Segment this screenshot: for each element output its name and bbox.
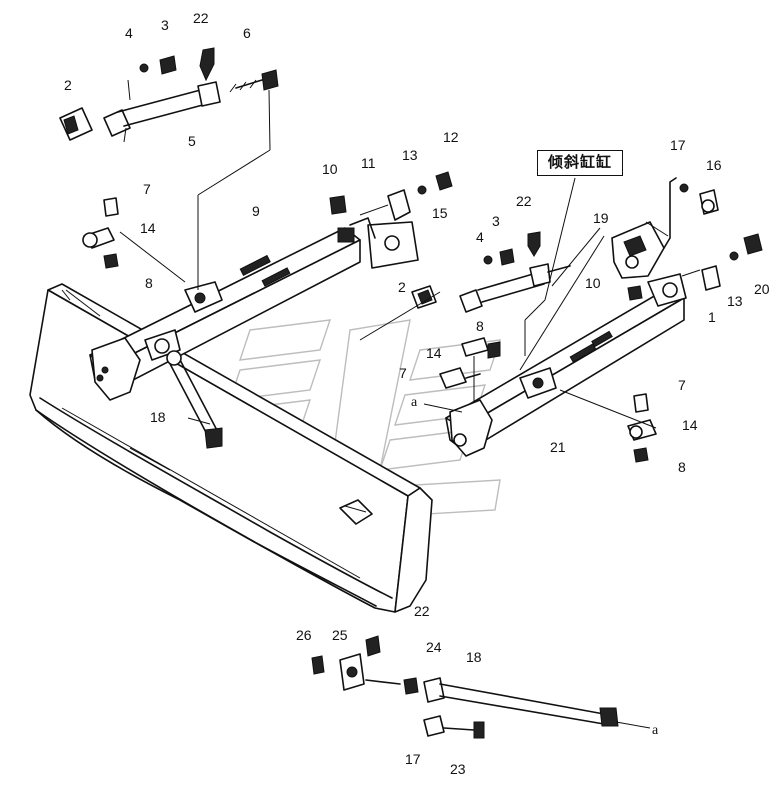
right-trunnion-bracket xyxy=(611,177,677,279)
part-label: 9 xyxy=(252,203,260,219)
part-label: 3 xyxy=(161,17,169,33)
part-label: a xyxy=(652,723,659,738)
part-label: 22 xyxy=(516,193,532,209)
part-label: 11 xyxy=(361,155,376,171)
part-label: 17 xyxy=(670,137,686,153)
part-label: 10 xyxy=(322,161,338,177)
left-push-frame xyxy=(89,227,361,401)
part-label: 14 xyxy=(426,345,442,361)
tilt-cylinder xyxy=(411,231,571,313)
part-label: 24 xyxy=(426,639,442,655)
part-label: a xyxy=(411,395,418,410)
part-label: 1 xyxy=(708,309,716,325)
part-label: 18 xyxy=(466,649,482,665)
part-label: 20 xyxy=(754,281,770,297)
left-pin-set xyxy=(82,197,119,269)
part-label: 8 xyxy=(678,459,686,475)
part-label: 5 xyxy=(188,133,196,149)
left-brace xyxy=(166,350,223,449)
part-label: 22 xyxy=(193,10,209,26)
part-label: 25 xyxy=(332,627,348,643)
part-number-labels: 4 3 22 6 2 5 10 11 13 12 7 9 15 14 8 22 … xyxy=(64,10,770,777)
leader-lines xyxy=(61,89,669,729)
part-label: 23 xyxy=(450,761,466,777)
part-label: 7 xyxy=(678,377,686,393)
part-label: 13 xyxy=(402,147,418,163)
part-label: 14 xyxy=(140,220,156,236)
part-label: 22 xyxy=(414,603,430,619)
part-label: 18 xyxy=(150,409,166,425)
upper-brace-assembly xyxy=(59,47,279,143)
right-center-pin-set xyxy=(439,337,501,402)
part-label: 3 xyxy=(492,213,500,229)
right-outer-pin-set xyxy=(627,393,657,463)
part-label: 17 xyxy=(405,751,421,767)
part-label: 16 xyxy=(706,157,722,173)
part-label: 21 xyxy=(550,439,566,455)
part-label: 10 xyxy=(585,275,601,291)
tilt-cylinder-callout: 倾斜缸缸 xyxy=(537,150,623,176)
part-label: 7 xyxy=(399,365,407,381)
part-label: 2 xyxy=(64,77,72,93)
part-label: 19 xyxy=(593,210,609,226)
part-label: 26 xyxy=(296,627,312,643)
part-label: 12 xyxy=(443,129,459,145)
part-label: 14 xyxy=(682,417,698,433)
part-label: 8 xyxy=(145,275,153,291)
part-label: 8 xyxy=(476,318,484,334)
lower-brace-assembly xyxy=(311,635,619,739)
right-push-frame xyxy=(445,273,687,457)
part-label: 4 xyxy=(476,229,484,245)
part-label: 4 xyxy=(125,25,133,41)
part-label: 6 xyxy=(243,25,251,41)
left-trunnion-bracket xyxy=(337,217,419,269)
part-label: 7 xyxy=(143,181,151,197)
part-label: 15 xyxy=(432,205,448,221)
right-pin-parts xyxy=(627,183,763,301)
part-label: 13 xyxy=(727,293,743,309)
left-pin-parts xyxy=(329,171,453,221)
part-label: 2 xyxy=(398,279,406,295)
